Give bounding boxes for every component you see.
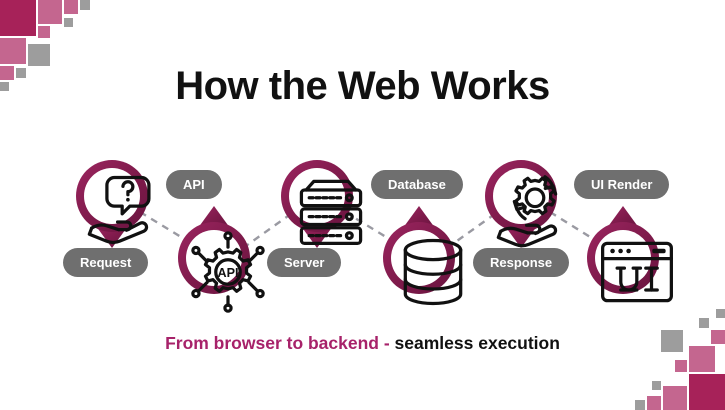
decoration-square xyxy=(652,381,661,390)
decoration-square xyxy=(699,318,709,328)
flow-step-label-ui-render[interactable]: UI Render xyxy=(574,170,670,199)
decoration-square xyxy=(711,330,725,344)
page-title: How the Web Works xyxy=(175,64,550,108)
connector-line xyxy=(242,215,289,249)
svg-text:API: API xyxy=(218,266,239,280)
decoration-square xyxy=(38,0,62,24)
decoration-square xyxy=(28,44,50,66)
api-gear-circuit-icon: API xyxy=(191,231,265,313)
server-rack-icon xyxy=(295,174,363,246)
decoration-square xyxy=(16,68,26,78)
flow-step-label-response[interactable]: Response xyxy=(473,248,570,277)
decoration-square xyxy=(716,309,725,318)
flow-step-pin-api[interactable]: API xyxy=(178,206,265,313)
subtitle-accent-text: From browser to backend - xyxy=(165,333,395,353)
flow-step-label-database[interactable]: Database xyxy=(371,170,463,199)
decoration-square xyxy=(64,0,78,14)
flow-step-pin-server[interactable] xyxy=(281,160,363,248)
decoration-square xyxy=(0,0,36,36)
decoration-square xyxy=(647,396,661,410)
decoration-square xyxy=(64,18,73,27)
connector-line xyxy=(549,210,596,242)
flow-step-pin-request[interactable] xyxy=(76,160,151,248)
decoration-square xyxy=(675,360,687,372)
connector-line xyxy=(344,210,392,242)
decoration-square xyxy=(663,386,687,410)
flow-step-pin-ui-render[interactable] xyxy=(587,206,673,303)
hand-gear-refresh-icon xyxy=(496,174,558,248)
connector-line xyxy=(446,215,493,249)
decoration-square xyxy=(80,0,90,10)
decoration-square xyxy=(689,374,725,410)
flow-step-label-server[interactable]: Server xyxy=(267,248,342,277)
connector-line xyxy=(139,210,187,242)
flow-step-pin-response[interactable] xyxy=(485,160,558,248)
flow-step-label-request[interactable]: Request xyxy=(63,248,149,277)
decoration-square xyxy=(689,346,715,372)
browser-ui-window-icon xyxy=(601,236,673,303)
subtitle-rest-text: seamless execution xyxy=(394,333,560,353)
decoration-square xyxy=(635,400,645,410)
decoration-square xyxy=(0,66,14,80)
decoration-square xyxy=(38,26,50,38)
flow-step-label-api[interactable]: API xyxy=(166,170,222,199)
flow-step-pin-database[interactable] xyxy=(383,206,463,306)
decoration-square xyxy=(0,82,9,91)
database-cylinder-icon xyxy=(397,236,463,306)
hand-question-bubble-icon xyxy=(87,174,151,245)
decoration-square xyxy=(0,38,26,64)
decoration-square xyxy=(661,330,683,352)
subtitle: From browser to backend - seamless execu… xyxy=(0,333,725,354)
